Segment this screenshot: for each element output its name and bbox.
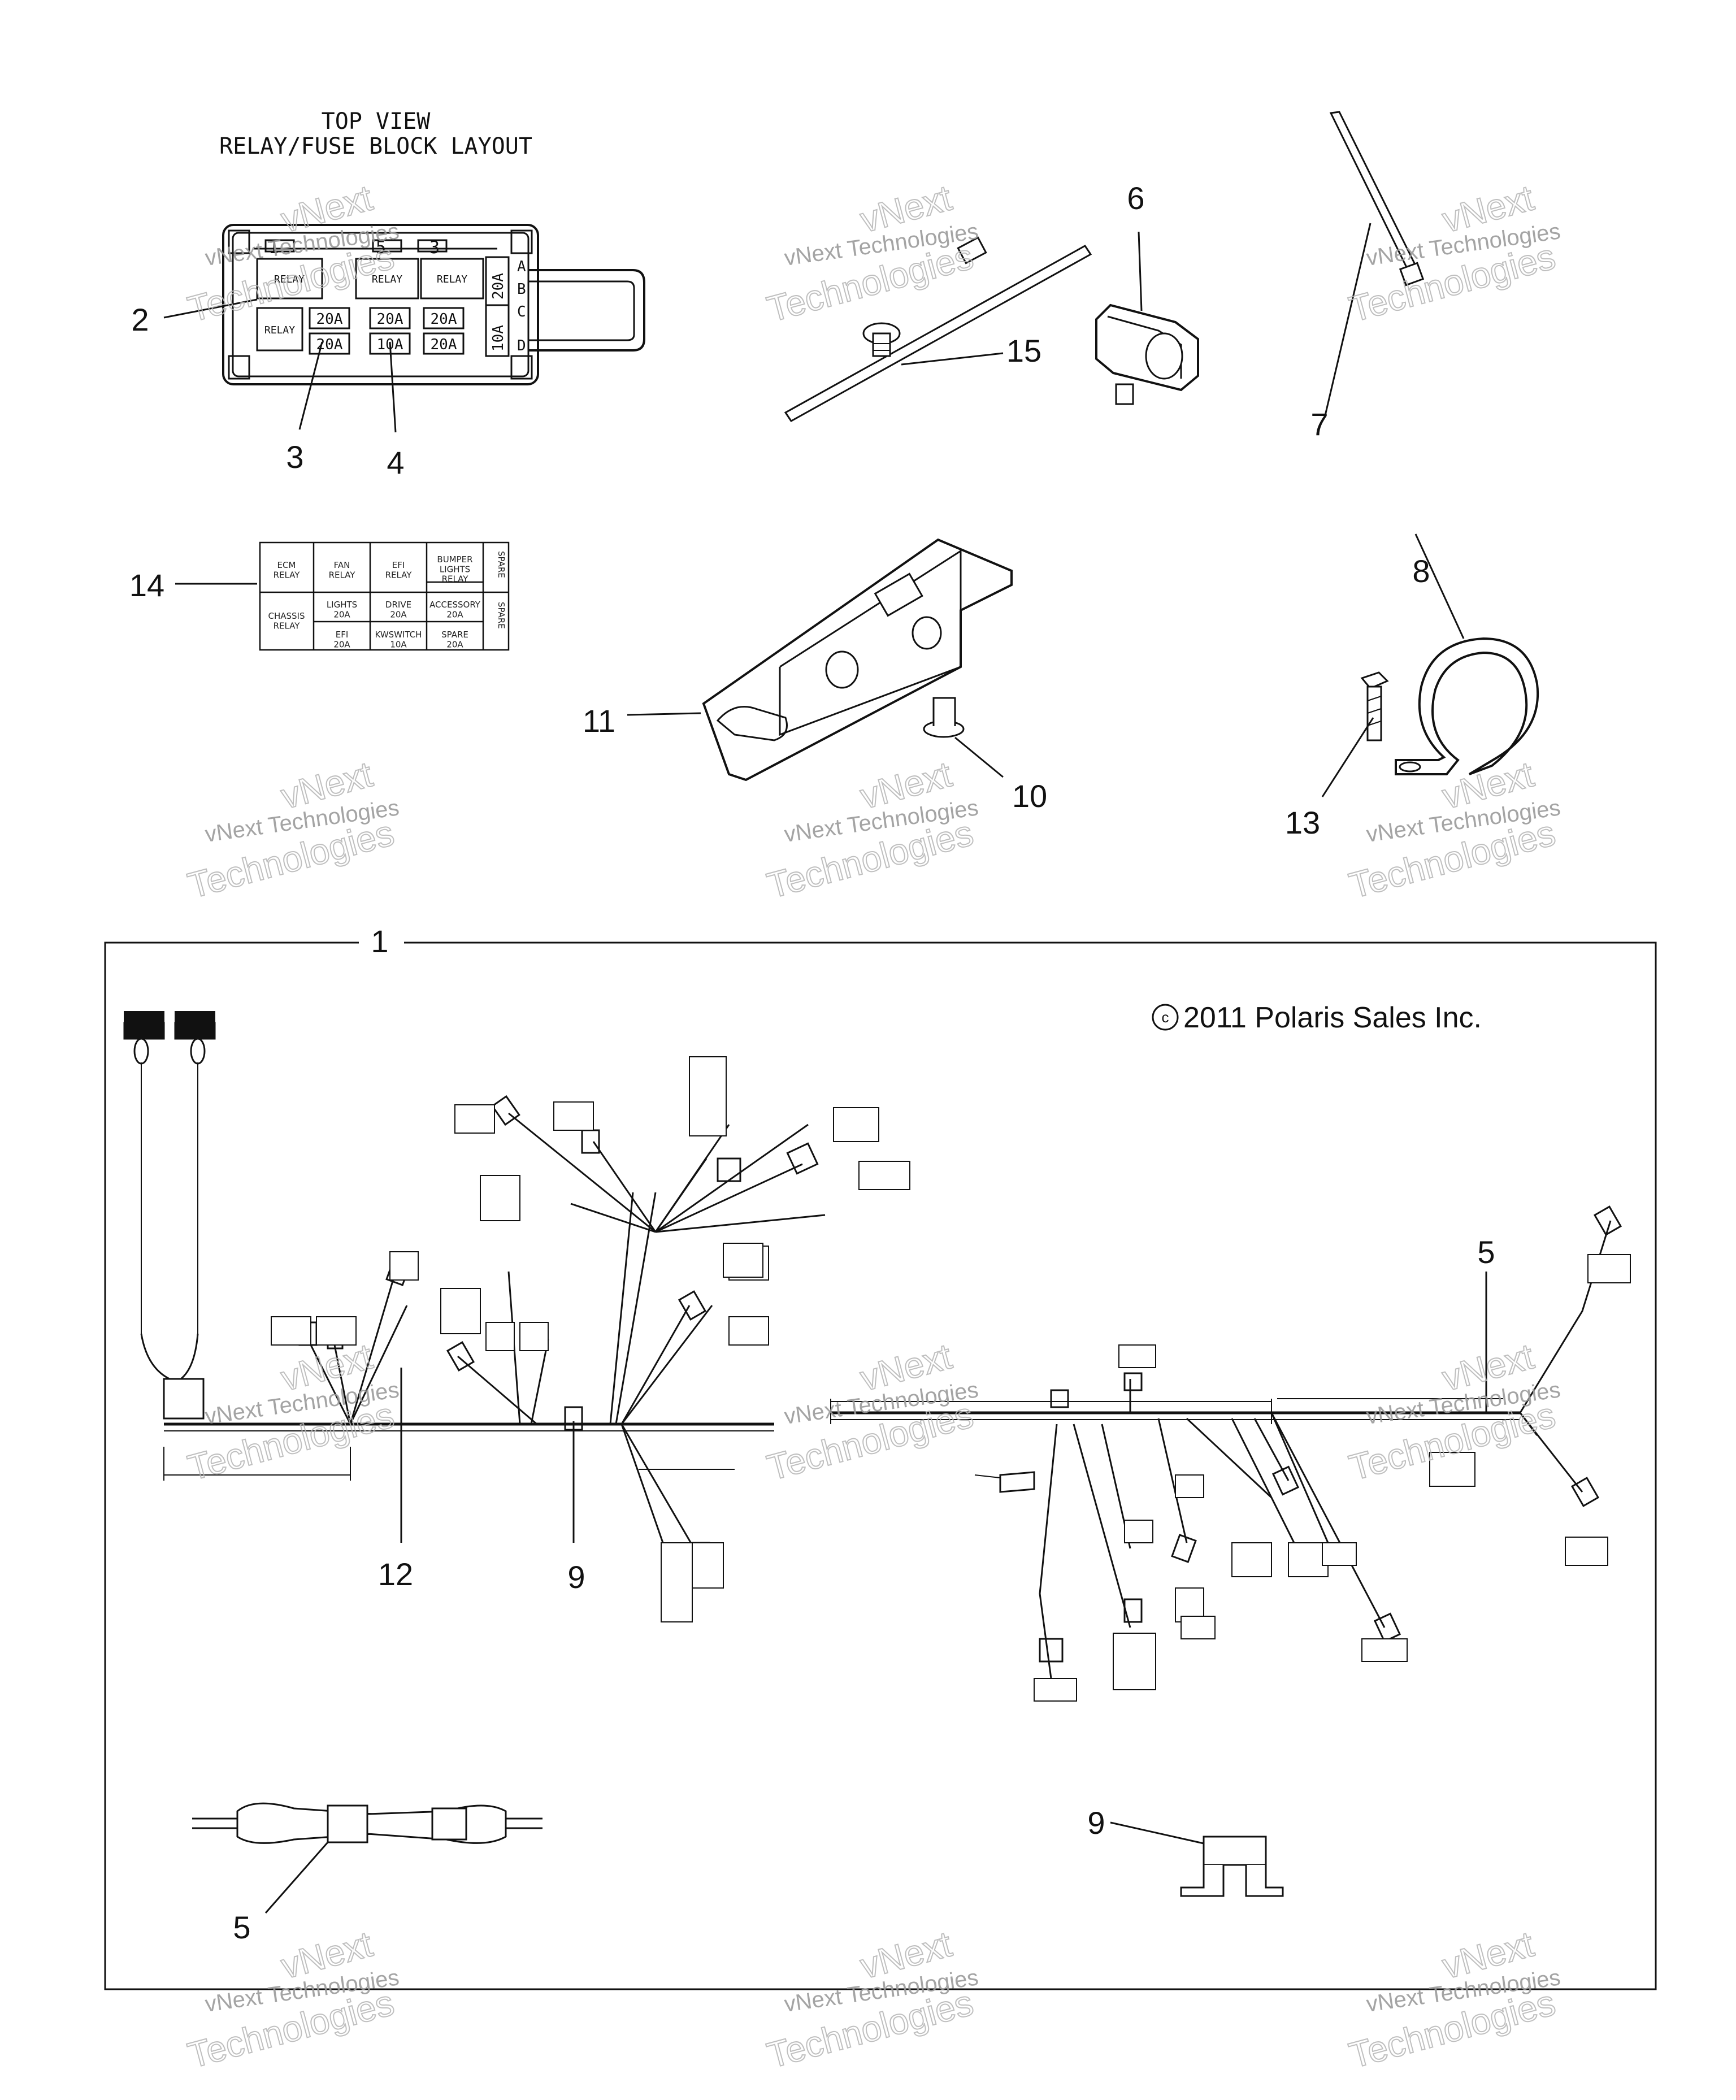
rod-part xyxy=(1324,111,1425,416)
callout-6: 6 xyxy=(1127,180,1144,216)
callout-9-clip: 9 xyxy=(1087,1805,1105,1841)
fuse-rating: 20A xyxy=(431,336,457,353)
callout-12: 12 xyxy=(378,1556,413,1592)
watermark: vNext Technologies vNext Technologies xyxy=(762,1335,980,1489)
relay-label: RELAY xyxy=(274,274,305,285)
copyright-text: 2011 Polaris Sales Inc. xyxy=(1183,1001,1482,1034)
callout-10: 10 xyxy=(1012,778,1047,814)
row-letter: A xyxy=(517,258,526,275)
row-letter: C xyxy=(517,303,526,320)
leader-lines-harness xyxy=(400,1272,1487,1543)
fuse-rating: 20A xyxy=(431,311,457,328)
fuse-block-title-2: RELAY/FUSE BLOCK LAYOUT xyxy=(219,133,532,159)
watermark: vNext Technologies vNext Technologies xyxy=(183,176,401,330)
callout-5-harness: 5 xyxy=(1477,1234,1495,1270)
row-letter: B xyxy=(517,281,526,298)
callout-4: 4 xyxy=(387,445,404,480)
connector-part xyxy=(1095,231,1199,405)
side-fuse-rating: 20A xyxy=(490,273,507,300)
wiring-harness xyxy=(123,1022,1622,1679)
cable-tie-part xyxy=(784,236,1092,422)
label-cell: SPARE xyxy=(496,551,506,578)
relay-label: RELAY xyxy=(437,274,467,285)
callout-5-splice: 5 xyxy=(233,1910,250,1945)
fuse-rating: 20A xyxy=(377,311,403,328)
watermark: vNext Technologies vNext Technologies xyxy=(183,1335,401,1489)
harness-label-tags xyxy=(124,1011,1631,1702)
callout-13: 13 xyxy=(1285,805,1320,840)
watermark: vNext Technologies vNext Technologies xyxy=(1344,753,1562,906)
watermark: vNext Technologies vNext Technologies xyxy=(762,176,980,330)
callout-7: 7 xyxy=(1310,406,1328,442)
relay-label: RELAY xyxy=(264,324,295,336)
relay-label: RELAY xyxy=(372,274,402,285)
push-rivet-part xyxy=(923,697,1004,778)
callout-9-harness: 9 xyxy=(567,1559,585,1595)
fuse-block-title-1: TOP VIEW xyxy=(322,109,431,134)
side-fuse-rating: 10A xyxy=(490,325,507,352)
copyright: c 2011 Polaris Sales Inc. xyxy=(1152,1001,1482,1034)
relay-fuse-block xyxy=(222,224,645,385)
fuse-rating: 20A xyxy=(316,311,343,328)
watermark: vNext Technologies vNext Technologies xyxy=(762,1923,980,2076)
svg-text:c: c xyxy=(1162,1009,1169,1026)
splice-part xyxy=(192,1802,542,1914)
clip-part xyxy=(1110,1821,1284,1897)
bracket-part xyxy=(627,538,1013,782)
row-letter: D xyxy=(517,337,526,354)
callout-14: 14 xyxy=(129,567,164,603)
callout-3: 3 xyxy=(286,439,303,475)
callout-8: 8 xyxy=(1412,553,1430,589)
callout-1: 1 xyxy=(371,923,388,959)
slot-number: 1 xyxy=(268,238,279,258)
watermark: vNext Technologies vNext Technologies xyxy=(183,1923,401,2076)
bolt-part xyxy=(1321,671,1389,797)
callout-15: 15 xyxy=(1006,333,1041,368)
callout-2: 2 xyxy=(131,302,149,337)
copyright-icon xyxy=(1152,1004,1179,1031)
clamp-part xyxy=(1395,533,1539,775)
fuse-label-sheet xyxy=(259,541,510,651)
watermark: vNext Technologies vNext Technologies xyxy=(762,753,980,906)
fuse-block-labels: 1 5 3 RELAY RELAY RELAY RELAY 20A 20A 20… xyxy=(264,238,526,354)
harness-frame xyxy=(104,941,1657,1990)
watermark: vNext Technologies vNext Technologies xyxy=(183,753,401,906)
callout-numbers: 1 2 3 4 5 5 6 7 8 9 9 10 11 12 13 14 15 xyxy=(129,180,1495,1945)
slot-number: 5 xyxy=(376,238,386,258)
callout-11: 11 xyxy=(583,703,615,739)
label-cell: SPARE xyxy=(496,602,506,629)
leader-lines-top-left xyxy=(163,298,397,433)
slot-number: 3 xyxy=(429,238,440,258)
watermark: vNext Technologies vNext Technologies xyxy=(1344,1923,1562,2076)
